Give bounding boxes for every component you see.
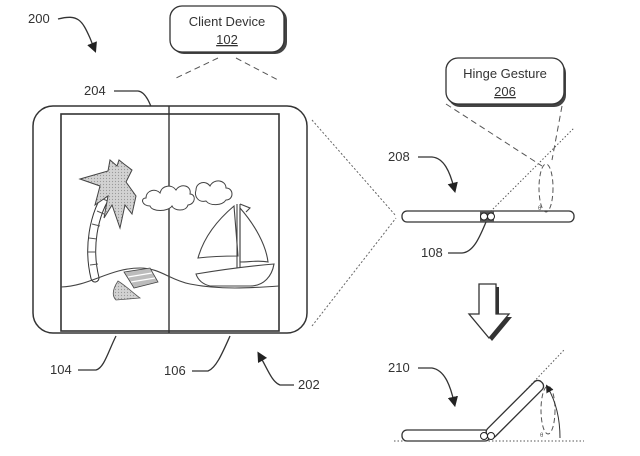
down-arrow-icon [467, 283, 512, 341]
leader-208-arrow [418, 156, 458, 194]
label-202: 202 [298, 377, 320, 392]
leader-202-arrow [257, 351, 294, 386]
svg-text:θ: θ [538, 206, 542, 212]
leader-104 [78, 335, 117, 371]
sailboat-illustration [195, 203, 275, 287]
hinge-gesture-title: Hinge Gesture [463, 66, 547, 81]
palm-tree-illustration [78, 159, 137, 283]
zoom-dots-bottom [311, 217, 397, 327]
clouds-illustration [142, 180, 233, 211]
beach-illustration [60, 267, 280, 301]
label-106: 106 [164, 363, 186, 378]
label-208: 208 [388, 149, 410, 164]
leader-200-arrow [57, 16, 97, 53]
flat-device-208: θ [401, 127, 575, 223]
hinge-gesture-dash-left [445, 103, 543, 167]
label-108: 108 [421, 245, 443, 260]
zoom-dots-top [311, 119, 397, 217]
bent-device-210: θ [394, 349, 584, 442]
svg-text:θ: θ [540, 433, 544, 439]
label-200: 200 [28, 11, 50, 26]
label-210: 210 [388, 360, 410, 375]
label-204: 204 [84, 83, 106, 98]
hinge-gesture-box: Hinge Gesture 206 [445, 57, 566, 107]
client-device-ref: 102 [216, 32, 238, 47]
label-104: 104 [50, 362, 72, 377]
leader-108 [448, 221, 487, 254]
leader-106 [192, 335, 231, 372]
leader-210-arrow [418, 367, 458, 408]
hinge-gesture-ref: 206 [494, 84, 516, 99]
client-device-box: Client Device 102 [169, 5, 287, 54]
client-device-dash-left [173, 57, 219, 80]
hinge-gesture-dash-right [551, 105, 563, 161]
client-device-dash-right [235, 57, 279, 81]
client-device-title: Client Device [189, 14, 266, 29]
